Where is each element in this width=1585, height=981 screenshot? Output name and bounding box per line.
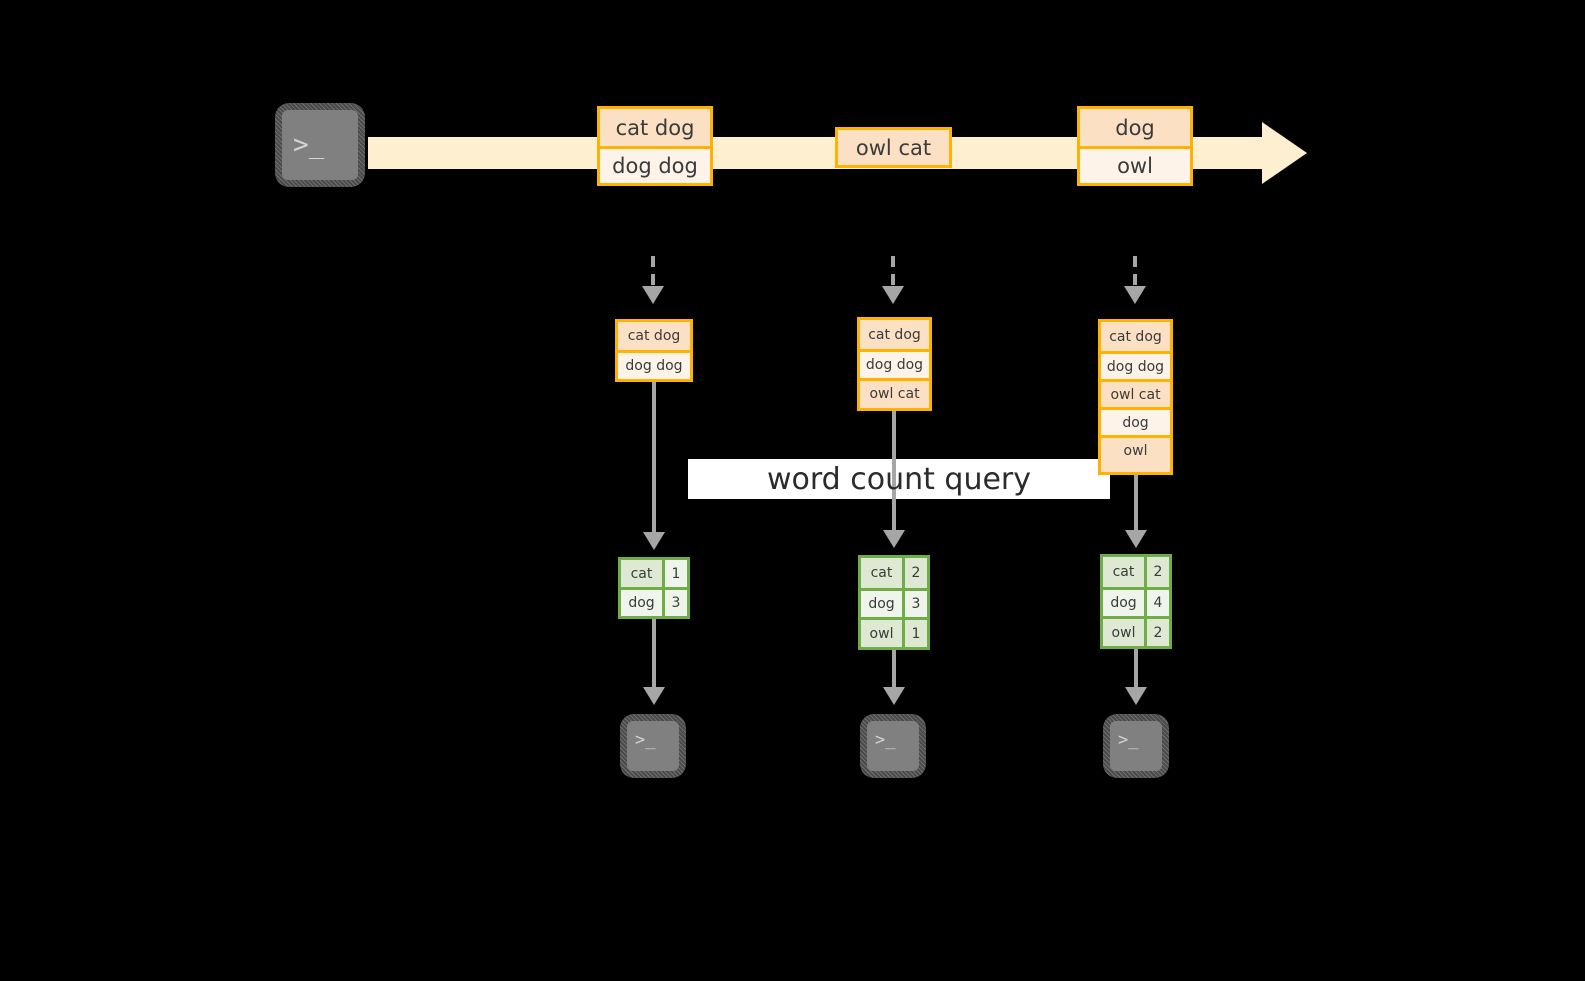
result-count-cell: 1 [905, 620, 927, 648]
unbounded-table-3-row-5: owl [1101, 435, 1170, 463]
terminal-body [1110, 721, 1162, 771]
table-row: dog 3 [621, 587, 687, 616]
stream-batch-2-line-1: owl cat [838, 130, 949, 165]
result-word-cell: cat [861, 558, 905, 588]
table-row: cat 1 [621, 560, 687, 588]
table-row: owl 2 [1103, 616, 1169, 647]
result-word-cell: owl [1103, 619, 1147, 647]
result-table-1[interactable]: cat 1 dog 3 [618, 557, 690, 619]
result-to-sink-connector-2 [892, 650, 896, 689]
unbounded-table-1-row-1: cat dog [618, 322, 690, 350]
stream-to-table-connector-2 [891, 256, 895, 289]
unbounded-table-2-row-3: owl cat [860, 378, 929, 407]
result-count-cell: 3 [665, 590, 687, 616]
stream-to-table-arrowhead-3 [1124, 286, 1146, 304]
result-table-2[interactable]: cat 2 dog 3 owl 1 [858, 555, 930, 650]
unbounded-table-3[interactable]: cat dog dog dog owl cat dog owl [1098, 319, 1173, 475]
table-to-result-arrowhead-2 [883, 530, 905, 548]
terminal-prompt-glyph: >_ [1118, 730, 1139, 750]
sink-terminal-icon-2[interactable]: >_ [860, 714, 926, 778]
table-row: cat 2 [1103, 557, 1169, 587]
terminal-prompt-glyph: >_ [293, 130, 325, 160]
input-stream-arrowhead [1262, 122, 1307, 184]
source-terminal-icon[interactable]: >_ [275, 103, 365, 187]
result-count-cell: 3 [905, 590, 927, 618]
result-to-sink-connector-1 [652, 619, 656, 689]
result-word-cell: dog [621, 590, 665, 616]
terminal-prompt-glyph: >_ [635, 730, 656, 750]
terminal-body [627, 721, 679, 771]
stream-batch-1[interactable]: cat dog dog dog [597, 106, 713, 186]
result-word-cell: cat [621, 560, 665, 588]
result-word-cell: dog [861, 590, 905, 618]
stream-batch-3[interactable]: dog owl [1077, 106, 1193, 186]
result-count-cell: 2 [1147, 557, 1169, 587]
sink-terminal-icon-1[interactable]: >_ [620, 714, 686, 778]
terminal-prompt-glyph: >_ [875, 730, 896, 750]
stream-batch-3-line-2: owl [1080, 146, 1190, 183]
result-count-cell: 4 [1147, 589, 1169, 617]
table-to-result-arrowhead-1 [643, 532, 665, 550]
table-to-result-connector-3 [1134, 475, 1138, 532]
stream-batch-1-line-2: dog dog [600, 146, 710, 183]
result-to-sink-arrowhead-1 [643, 687, 665, 705]
stream-to-table-arrowhead-1 [642, 286, 664, 304]
stream-to-table-connector-3 [1133, 256, 1137, 289]
unbounded-table-2[interactable]: cat dog dog dog owl cat [857, 317, 932, 411]
terminal-body [867, 721, 919, 771]
query-label: word count query [766, 462, 1032, 497]
stream-batch-1-line-1: cat dog [600, 109, 710, 146]
unbounded-table-3-row-3: owl cat [1101, 379, 1170, 407]
stream-to-table-connector-1 [651, 256, 655, 289]
result-table-3[interactable]: cat 2 dog 4 owl 2 [1100, 554, 1172, 649]
result-count-cell: 2 [905, 558, 927, 588]
unbounded-table-3-row-2: dog dog [1101, 351, 1170, 379]
stream-batch-3-line-1: dog [1080, 109, 1190, 146]
table-to-result-connector-1 [652, 382, 656, 534]
terminal-body [282, 110, 358, 180]
table-to-result-arrowhead-3 [1125, 530, 1147, 548]
result-to-sink-arrowhead-3 [1125, 687, 1147, 705]
result-count-cell: 2 [1147, 619, 1169, 647]
result-word-cell: owl [861, 620, 905, 648]
result-count-cell: 1 [665, 560, 687, 588]
table-row: dog 3 [861, 587, 927, 618]
unbounded-table-3-row-4: dog [1101, 407, 1170, 435]
unbounded-table-2-row-2: dog dog [860, 349, 929, 378]
table-row: cat 2 [861, 558, 927, 588]
unbounded-table-3-row-1: cat dog [1101, 322, 1170, 351]
stream-batch-2[interactable]: owl cat [835, 127, 952, 168]
unbounded-table-1-row-2: dog dog [618, 350, 690, 379]
table-to-result-connector-2 [892, 411, 896, 532]
result-word-cell: cat [1103, 557, 1147, 587]
unbounded-table-1[interactable]: cat dog dog dog [615, 319, 693, 382]
stream-to-table-arrowhead-2 [882, 286, 904, 304]
table-row: dog 4 [1103, 586, 1169, 617]
query-label-band [688, 459, 1110, 499]
result-word-cell: dog [1103, 589, 1147, 617]
unbounded-table-2-row-1: cat dog [860, 320, 929, 349]
result-to-sink-arrowhead-2 [883, 687, 905, 705]
result-to-sink-connector-3 [1134, 649, 1138, 689]
sink-terminal-icon-3[interactable]: >_ [1103, 714, 1169, 778]
table-row: owl 1 [861, 617, 927, 648]
